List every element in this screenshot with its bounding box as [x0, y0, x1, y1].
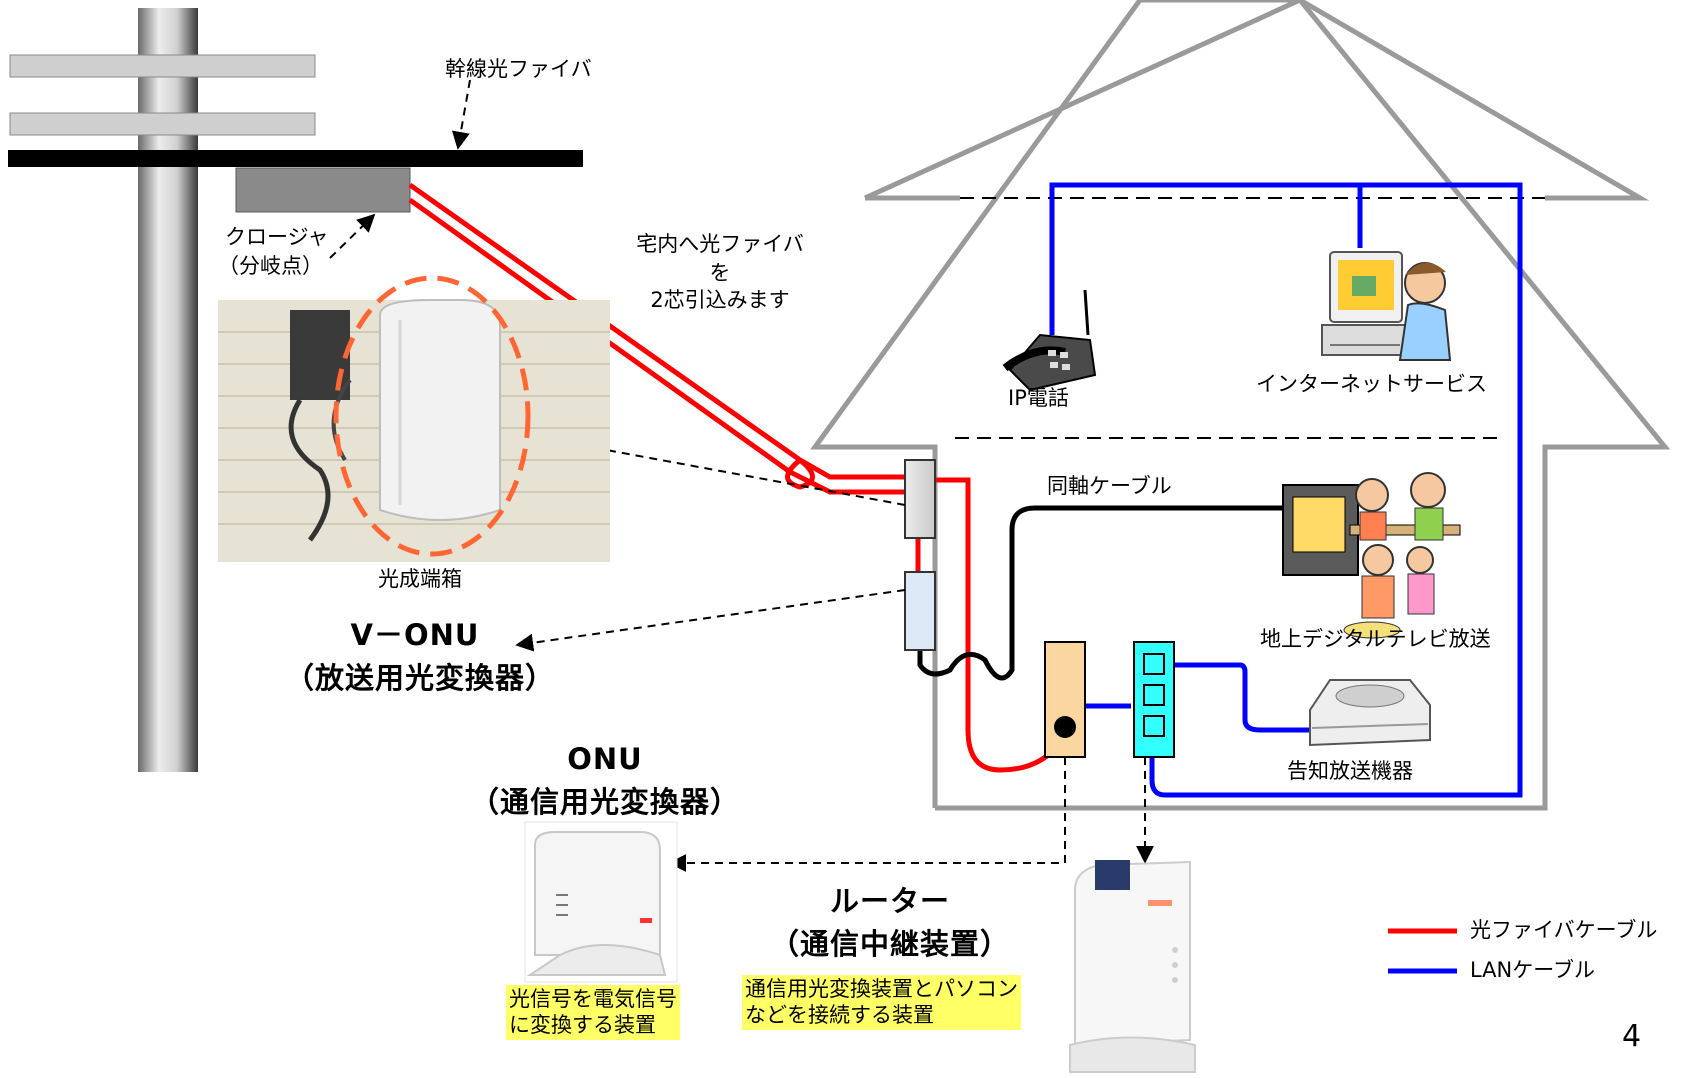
- onu-label-line2: （通信用光変換器）: [469, 785, 740, 819]
- router-description: 通信用光変換装置とパソコン などを接続する装置: [742, 975, 1021, 1030]
- router-description-line1: 通信用光変換装置とパソコン: [745, 977, 1018, 1001]
- router-photo: [1069, 860, 1196, 1073]
- legend-lan-label: LANケーブル: [1470, 958, 1595, 982]
- onu-description-line1: 光信号を電気信号: [509, 987, 677, 1011]
- drop-fiber-label-line2: を: [709, 261, 731, 285]
- announce-device-label: 告知放送機器: [1287, 759, 1413, 783]
- onu-description-line2: に変換する装置: [509, 1013, 656, 1038]
- vonu-device: [904, 571, 936, 651]
- onu-photo: [524, 821, 678, 983]
- legend-fiber-label: 光ファイバケーブル: [1470, 918, 1658, 942]
- announce-device-image: [1309, 679, 1431, 747]
- closure-label-line1: クロージャ: [225, 225, 329, 249]
- router-description-line2: などを接続する装置: [745, 1003, 934, 1028]
- router-device: [1133, 641, 1175, 758]
- termination-box-photo: [218, 275, 610, 562]
- trunk-fiber-line: [8, 150, 583, 167]
- ip-phone-label: IP電話: [1008, 386, 1069, 410]
- onu-label-line1: ONU: [567, 742, 643, 776]
- dtv-label: 地上デジタルテレビ放送: [1260, 627, 1491, 651]
- ip-phone-image: [1002, 289, 1097, 392]
- termination-box-label: 光成端箱: [378, 567, 462, 591]
- router-label-line1: ルーター: [829, 884, 950, 918]
- coax-cable-label: 同軸ケーブル: [1047, 474, 1172, 498]
- drop-fiber-label-line3: 2芯引込みます: [650, 288, 790, 312]
- closure-label-line2: （分岐点）: [218, 254, 323, 278]
- vonu-label-line1: V－ONU: [350, 618, 480, 652]
- internet-pc-image: [1321, 251, 1452, 361]
- utility-pole: [9, 8, 316, 772]
- termination-box-device: [904, 459, 936, 539]
- page-number: 4: [1622, 1019, 1642, 1054]
- router-label-line2: （通信中継装置）: [769, 927, 1010, 961]
- onu-description: 光信号を電気信号 に変換する装置: [506, 985, 680, 1040]
- dtv-family-image: [1282, 472, 1461, 639]
- closure-box: [235, 167, 411, 213]
- vonu-label-line2: （放送用光変換器）: [284, 661, 555, 695]
- onu-device: [1044, 641, 1086, 758]
- coax-cable: [917, 505, 1283, 681]
- lan-cables: [1049, 182, 1523, 798]
- house-roof: [863, 0, 1650, 201]
- trunk-fiber-label: 幹線光ファイバ: [445, 57, 592, 81]
- house-outline: [810, 0, 1671, 811]
- internet-service-label: インターネットサービス: [1256, 372, 1487, 396]
- drop-fiber-label-line1: 宅内へ光ファイバ: [636, 232, 804, 256]
